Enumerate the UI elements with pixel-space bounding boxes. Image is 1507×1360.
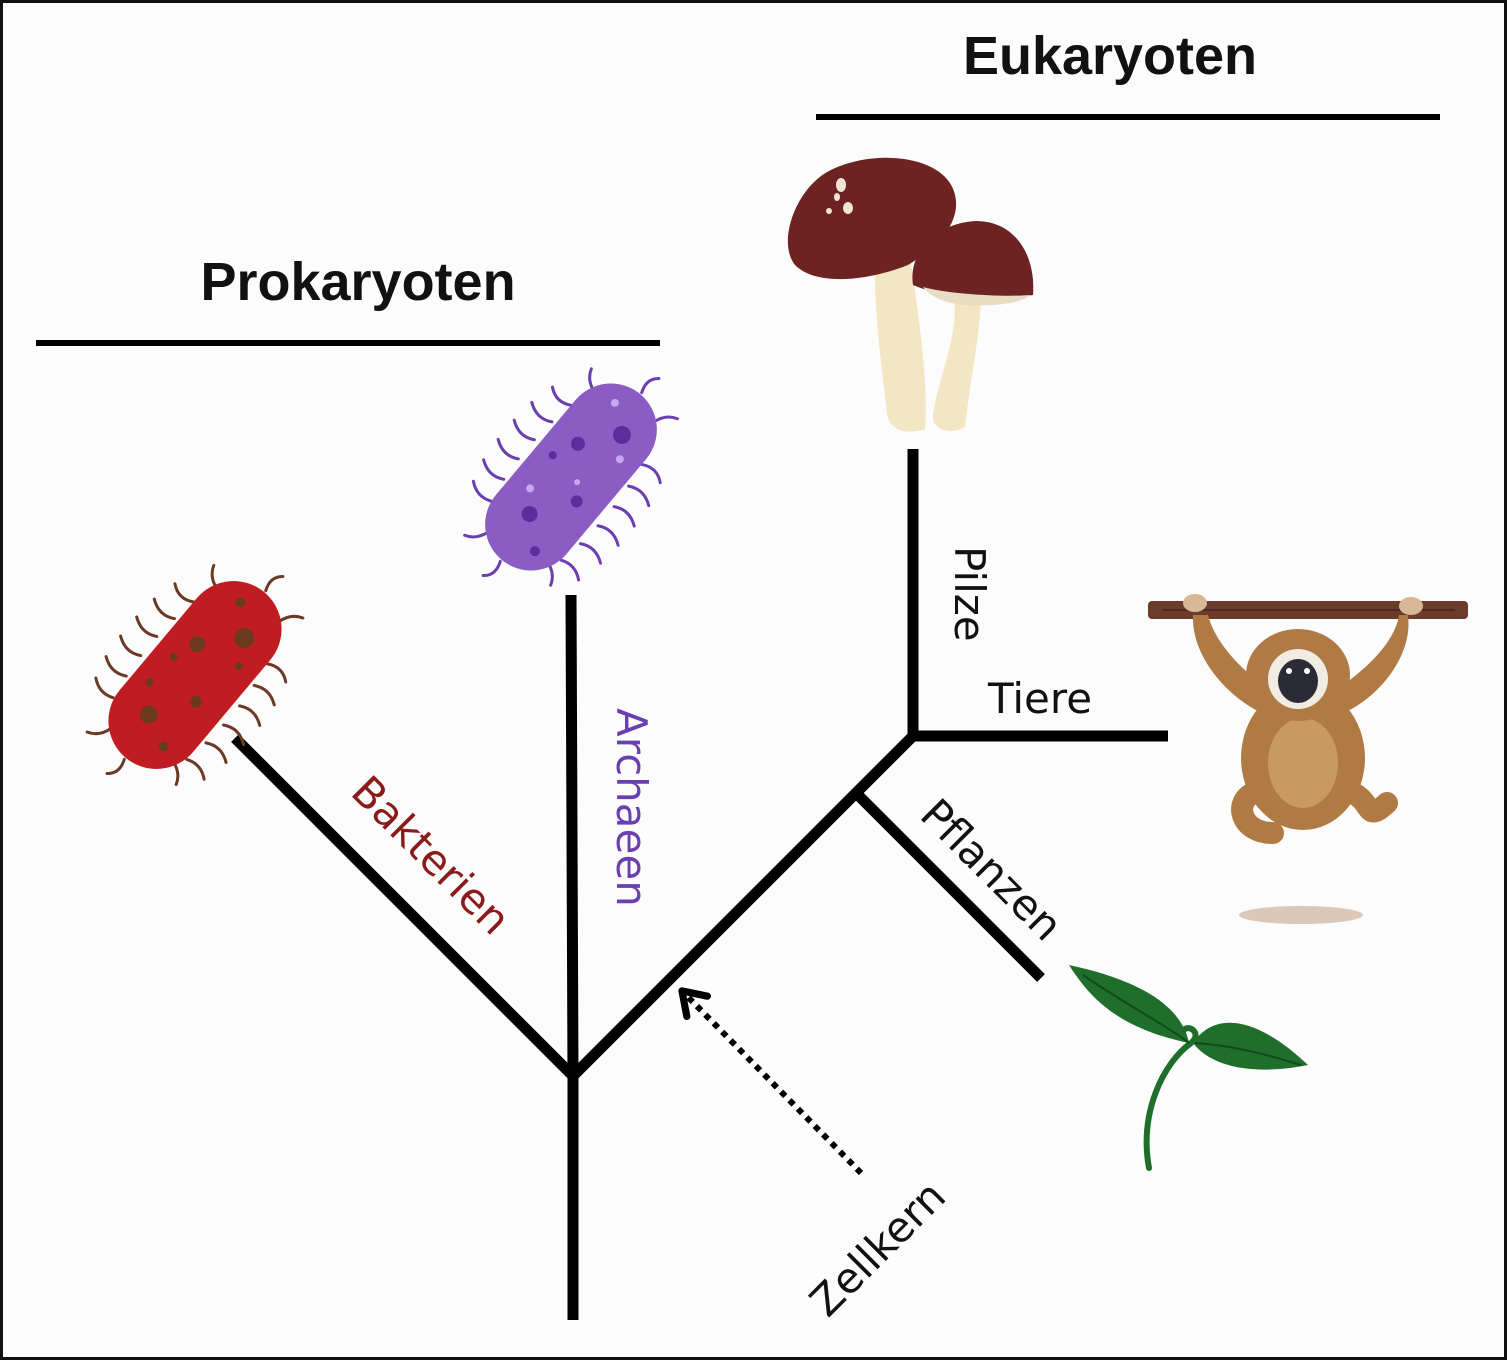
archaeon-icon [463,367,679,587]
eukaryote-stem [569,732,917,1080]
archaea-branch [565,594,579,1077]
animals-label: Tiere [988,674,1093,723]
seedling-icon [1069,965,1308,1171]
prokaryotes-heading: Prokaryoten [200,252,516,312]
mushroom-icon [787,157,1034,432]
bacteria-branch [231,734,577,1080]
plants-branch [855,792,1045,982]
monkey-icon [1148,594,1468,924]
fungi-label: Pilze [945,546,994,642]
eukaryotes-heading: Eukaryoten [962,26,1258,86]
nucleus-arrow [678,987,864,1176]
archaea-label: Archaeen [607,708,656,907]
tree-graphic [36,114,1468,1320]
bacterium-icon [85,563,305,787]
